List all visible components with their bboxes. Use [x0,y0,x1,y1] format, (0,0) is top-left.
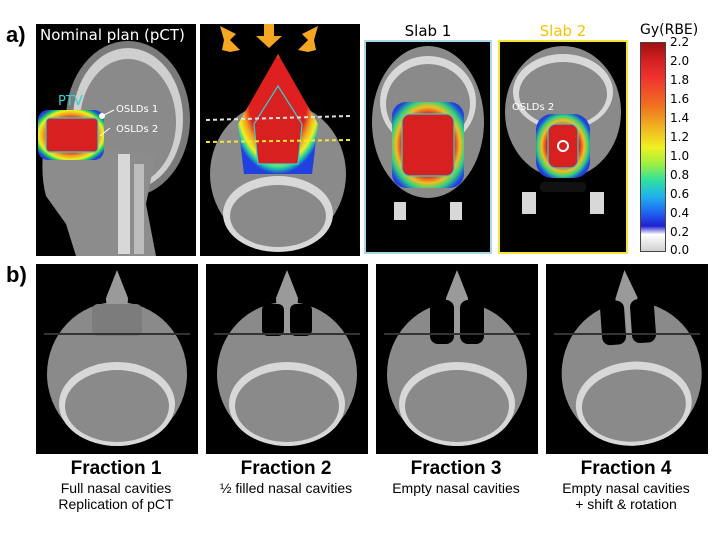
panel-a-label: a) [6,22,26,47]
colorbar-title: Gy(RBE) [640,22,699,38]
fraction1-ct-image [36,264,198,454]
colorbar-tick: 1.8 [670,73,690,87]
colorbar-tick: 1.6 [670,92,690,106]
colorbar-tick: 0.0 [670,243,690,257]
slab1-title: Slab 1 [404,22,452,40]
sagittal-ct-image: Nominal plan (pCT) PTV OSLDs 1 OSLDs 2 [36,24,196,256]
colorbar [640,42,666,252]
fraction1-caption: Fraction 1 Full nasal cavities Replicati… [26,458,206,512]
beam-arrow-left [220,26,240,52]
beam-arrow-right [298,26,318,52]
fraction3-ct-image [376,264,538,454]
fraction4-line1: Empty nasal cavities [562,480,690,496]
fraction4-title: Fraction 4 [580,458,672,479]
slab1-coronal-image [364,40,492,254]
fraction2-ct-image [206,264,368,454]
fraction2-title: Fraction 2 [240,458,332,479]
panel-b-label: b) [6,262,27,287]
fraction1-line2: Replication of pCT [58,496,174,512]
fraction1-line1: Full nasal cavities [60,480,172,496]
fraction4-ct-image [546,264,708,454]
fraction3-line1: Empty nasal cavities [392,480,520,496]
colorbar-tick: 0.8 [670,168,690,182]
slab2-title: Slab 2 [539,22,587,40]
beam-arrow-center [256,24,282,48]
osld2-label: OSLDs 2 [116,124,159,135]
colorbar-ticks: 2.2 2.0 1.8 1.6 1.4 1.2 1.0 0.8 0.6 0.4 … [670,35,714,257]
fraction3-title: Fraction 3 [410,458,502,479]
osld1-label: OSLDs 1 [116,104,159,115]
colorbar-tick: 1.4 [670,111,690,125]
fraction1-title: Fraction 1 [70,458,162,479]
colorbar-tick: 1.0 [670,149,690,163]
fraction4-caption: Fraction 4 Empty nasal cavities + shift … [536,458,716,512]
nominal-plan-title: Nominal plan (pCT) [40,26,185,44]
colorbar-tick: 2.2 [670,35,690,49]
fraction3-caption: Fraction 3 Empty nasal cavities [366,458,546,496]
fraction4-line2: + shift & rotation [575,496,677,512]
colorbar-tick: 2.0 [670,54,690,68]
slab2-coronal-image: OSLDs 2 [498,40,628,254]
colorbar-tick: 0.4 [670,206,690,220]
ptv-label: PTV [58,94,83,109]
fraction2-line1: ½ filled nasal cavities [219,480,353,496]
axial-ct-image [200,24,360,256]
fraction2-caption: Fraction 2 ½ filled nasal cavities [196,458,376,496]
osld2-coronal-label: OSLDs 2 [512,102,555,113]
colorbar-tick: 1.2 [670,130,690,144]
colorbar-tick: 0.2 [670,225,690,239]
colorbar-tick: 0.6 [670,187,690,201]
